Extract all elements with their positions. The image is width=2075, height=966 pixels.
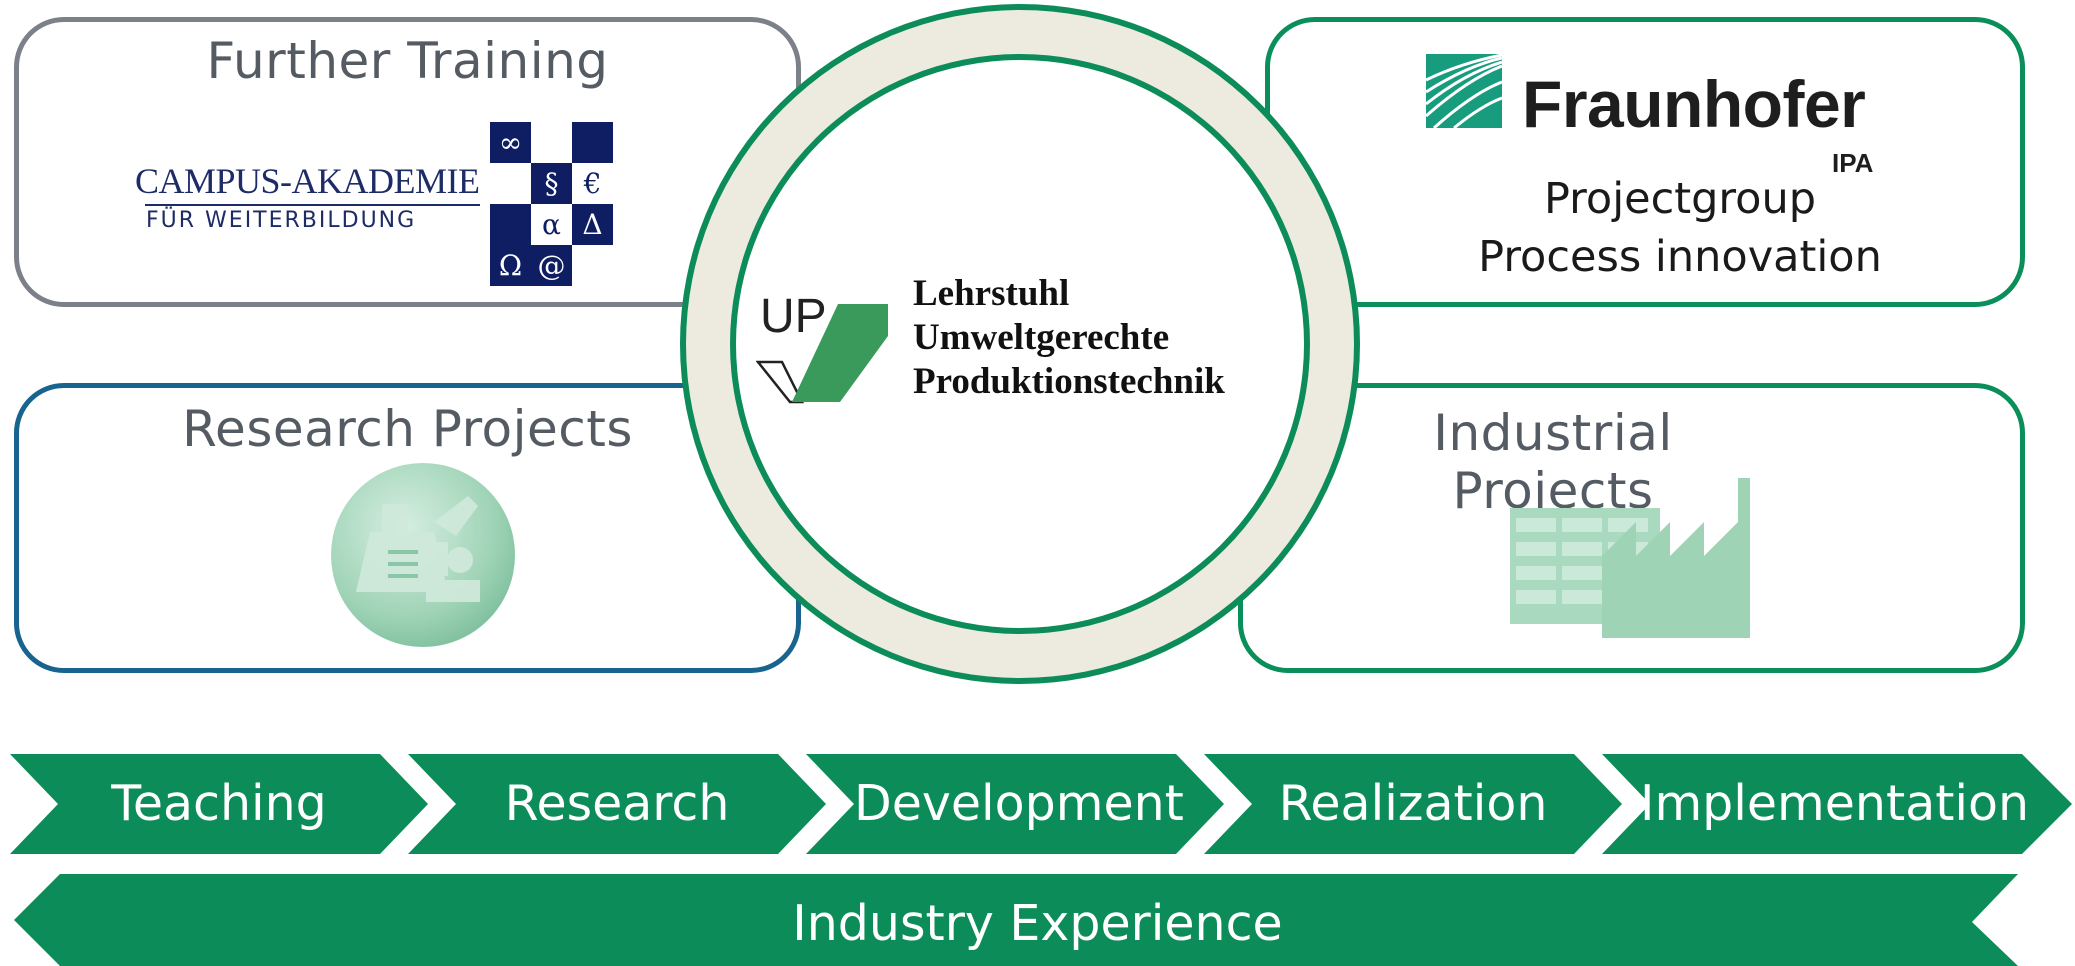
industry-experience-bar bbox=[14, 874, 2018, 966]
chevron-development bbox=[806, 754, 1224, 854]
chair-name-line-3: Produktionstechnik bbox=[913, 361, 1225, 402]
campus-logo-checker: ∞ § € α Δ Ω @ bbox=[490, 122, 735, 286]
chevron-implementation bbox=[1602, 754, 2072, 854]
process-chevrons bbox=[10, 754, 2072, 854]
step-implementation-label: Implementation bbox=[1640, 775, 2030, 832]
chevron-realization bbox=[1204, 754, 1622, 854]
chevron-teaching bbox=[10, 754, 428, 854]
alpha-symbol: α bbox=[542, 208, 561, 241]
delta-symbol: Δ bbox=[572, 204, 613, 245]
chevron-research bbox=[408, 754, 826, 854]
euro-symbol: € bbox=[583, 167, 602, 200]
checker-square bbox=[572, 122, 613, 163]
step-realization-label: Realization bbox=[1278, 775, 1548, 832]
at-symbol: @ bbox=[531, 245, 572, 286]
research-projects-title: Research Projects bbox=[182, 400, 633, 458]
further-training-box: Further Training bbox=[14, 17, 801, 307]
fraunhofer-institute: IPA bbox=[1832, 148, 1874, 178]
up-logo-mark bbox=[756, 304, 888, 404]
laboratory-icon bbox=[331, 463, 515, 647]
campus-logo-name: CAMPUS-AKADEMIE bbox=[135, 161, 480, 201]
further-training-title: Further Training bbox=[206, 32, 609, 90]
up-logo-text: UP bbox=[760, 290, 827, 343]
fraunhofer-box bbox=[1265, 17, 2025, 307]
fraunhofer-logo-icon bbox=[1426, 54, 1502, 128]
step-development-label: Development bbox=[854, 775, 1184, 832]
fraunhofer-line-1: Projectgroup bbox=[1543, 174, 1816, 224]
factory-icon bbox=[1510, 478, 1750, 638]
industry-experience-label: Industry Experience bbox=[792, 895, 1283, 952]
infinity-symbol: ∞ bbox=[490, 122, 531, 163]
campus-logo-rule bbox=[145, 204, 480, 206]
checker-square bbox=[490, 204, 531, 245]
chair-name-line-1: Lehrstuhl bbox=[913, 273, 1070, 314]
step-research-label: Research bbox=[504, 775, 730, 832]
campus-logo-subtitle: FÜR WEITERBILDUNG bbox=[146, 208, 417, 233]
step-teaching-label: Teaching bbox=[111, 775, 327, 832]
omega-symbol: Ω bbox=[490, 245, 531, 286]
chair-name: Lehrstuhl Umweltgerechte Produktionstech… bbox=[913, 272, 1225, 404]
fraunhofer-line-2: Process innovation bbox=[1478, 232, 1882, 282]
section-symbol: § bbox=[531, 163, 572, 204]
fraunhofer-name: Fraunhofer bbox=[1522, 67, 1866, 141]
chair-name-line-2: Umweltgerechte bbox=[913, 317, 1170, 358]
